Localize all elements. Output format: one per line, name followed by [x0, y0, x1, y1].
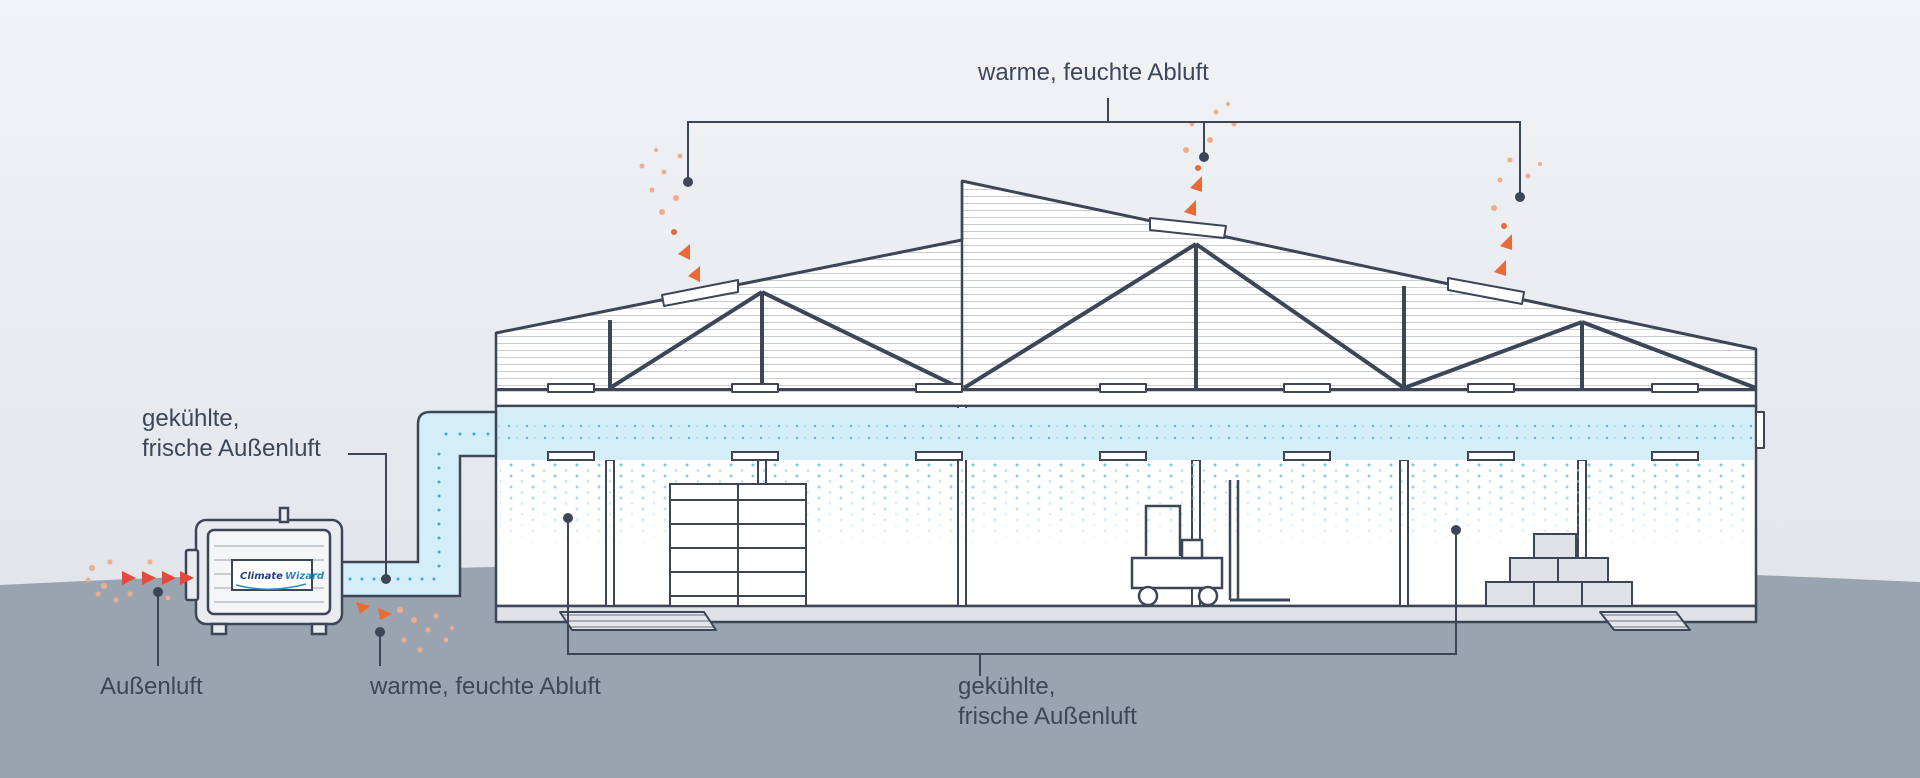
wall-end-cap: [1755, 411, 1765, 449]
label-top-exhaust: warme, feuchte Abluft: [978, 59, 1209, 86]
cooler-exhaust-plume: [356, 602, 454, 653]
label-cooled-air-bottom-line2: frische Außenluft: [958, 703, 1137, 730]
label-cooled-air-left-line2: frische Außenluft: [142, 435, 321, 462]
roof-exhaust-plume-left: [639, 148, 700, 282]
roof-exhaust-plume-center: [1183, 102, 1237, 216]
cool-air-duct-band-dots: [498, 422, 1754, 446]
label-cooled-air-bottom: gekühlte, frische Außenluft: [958, 672, 1137, 732]
outside-air-arrows: [122, 571, 194, 585]
leader-lines: [157, 98, 1521, 676]
roof-exhaust-plume-right: [1491, 157, 1542, 276]
roof-vent-icon: [661, 217, 1525, 307]
beam-lights-lower: [547, 451, 1699, 461]
roof-edge-upper: [961, 179, 1757, 351]
forklift-icon: [1130, 480, 1290, 607]
label-cooled-air-left: gekühlte, frische Außenluft: [142, 404, 321, 464]
label-unit-exhaust: warme, feuchte Abluft: [370, 673, 601, 700]
label-cooled-air-bottom-line1: gekühlte,: [958, 673, 1056, 700]
box-stack-icon: [1485, 533, 1633, 607]
outside-air-dots: [85, 559, 171, 603]
label-cooled-air-left-line1: gekühlte,: [142, 405, 240, 432]
pallet-rack-icon: [669, 483, 807, 607]
supply-duct: [336, 410, 498, 598]
brand-part2: Wizard: [285, 571, 325, 582]
floor-slab: [494, 604, 1758, 624]
cooler-logo-plate: [231, 559, 313, 591]
leader-dots: [153, 152, 1525, 637]
beam-lights: [547, 383, 1699, 393]
floor-grate-left: [559, 611, 717, 631]
label-outside-air: Außenluft: [100, 673, 203, 700]
brand-part1: Climate: [240, 571, 283, 582]
floor-grate-right: [1599, 611, 1691, 631]
